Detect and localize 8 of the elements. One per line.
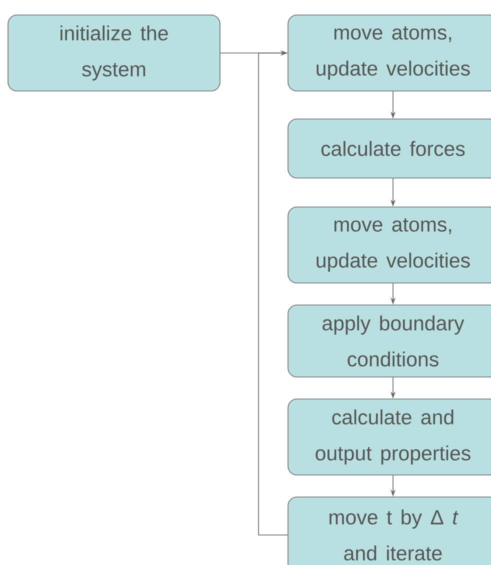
process-box: move atoms, update velocities (288, 206, 491, 284)
process-box: move atoms, update velocities (288, 14, 491, 92)
process-box: initialize the system (8, 14, 220, 92)
arrow (258, 50, 288, 536)
process-box: move t by Δ t and iterate (288, 496, 491, 565)
process-box: calculate forces (288, 118, 491, 178)
process-box: apply boundary conditions (288, 304, 491, 378)
process-box: calculate and output properties (288, 398, 491, 476)
